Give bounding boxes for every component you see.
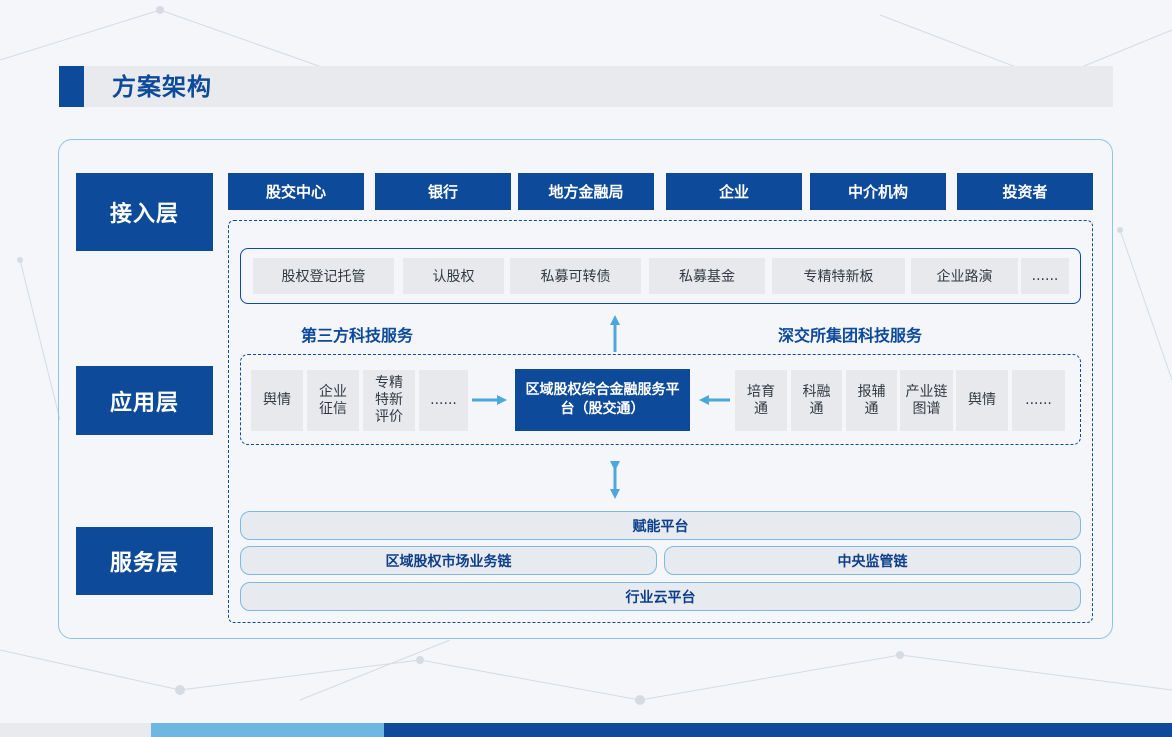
third-party-item: 舆情	[251, 370, 303, 431]
third-party-item: 专精 特新 评价	[363, 370, 415, 431]
szse-item: 科融 通	[791, 370, 842, 431]
bottom-band-light	[0, 723, 151, 737]
industry-cloud-platform: 行业云平台	[240, 582, 1081, 611]
title-bar	[59, 66, 1113, 107]
layer-label-application: 应用层	[76, 366, 213, 435]
third-party-title: 第三方科技服务	[301, 326, 414, 345]
access-item: 中介机构	[810, 173, 946, 210]
center-platform: 区域股权综合金融服务平台（股交通）	[515, 369, 690, 431]
app-item: 私募基金	[649, 258, 765, 294]
access-item: 银行	[375, 173, 511, 210]
central-supervision-chain: 中央监管链	[664, 546, 1081, 575]
szse-item: 舆情	[956, 370, 1008, 431]
app-item: 认股权	[403, 258, 504, 294]
access-item: 地方金融局	[518, 173, 654, 210]
bottom-band-blue	[151, 723, 384, 737]
layer-label-access: 接入层	[76, 173, 213, 251]
access-item: 投资者	[957, 173, 1093, 210]
layer-label-service: 服务层	[76, 527, 213, 595]
app-item: 专精特新板	[772, 258, 905, 294]
szse-item: 培育 通	[735, 370, 787, 431]
app-item: 企业路演	[911, 258, 1018, 294]
architecture-frame	[58, 139, 1113, 639]
app-item: 私募可转债	[510, 258, 641, 294]
app-item: 股权登记托管	[253, 258, 394, 294]
bottom-band-navy	[384, 723, 1172, 737]
title-accent	[59, 66, 84, 107]
szse-item: ......	[1012, 370, 1065, 431]
empower-platform: 赋能平台	[240, 511, 1081, 540]
application-products-box	[240, 248, 1081, 304]
third-party-item: 企业 征信	[307, 370, 359, 431]
third-party-item: ......	[419, 370, 468, 431]
access-item: 股交中心	[228, 173, 364, 210]
access-item: 企业	[666, 173, 802, 210]
regional-business-chain: 区域股权市场业务链	[240, 546, 657, 575]
szse-item: 产业链 图谱	[900, 370, 953, 431]
services-box	[240, 354, 1081, 445]
app-item: ......	[1021, 258, 1069, 294]
page-title: 方案架构	[112, 73, 212, 101]
szse-group-title: 深交所集团科技服务	[778, 326, 923, 345]
szse-item: 报辅 通	[846, 370, 897, 431]
application-service-container	[228, 220, 1093, 623]
